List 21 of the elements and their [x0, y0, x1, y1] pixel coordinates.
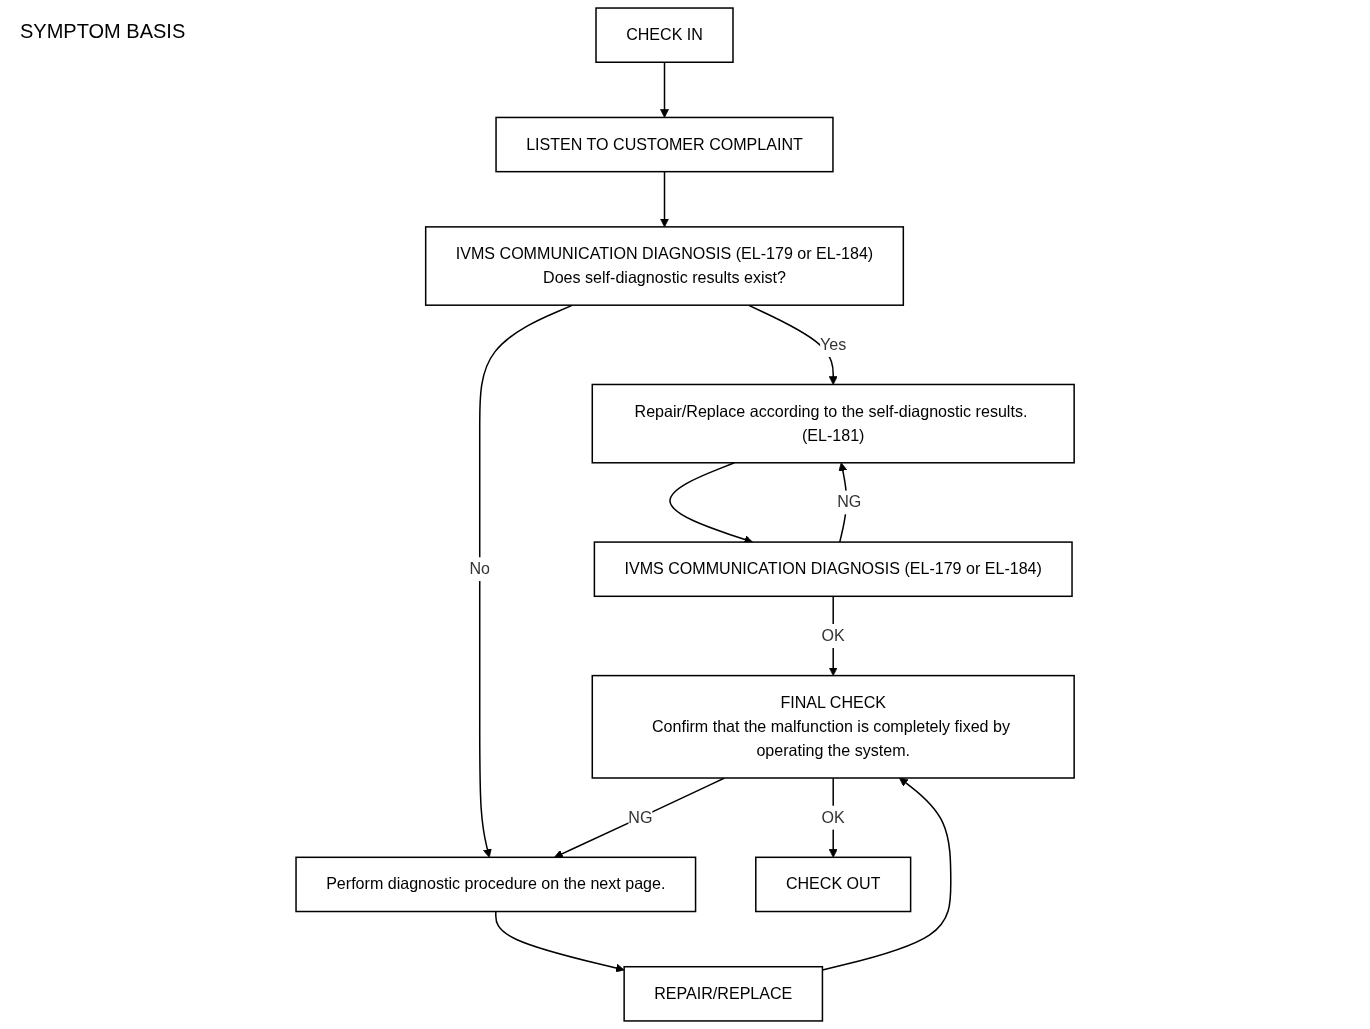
arrow — [660, 61, 669, 118]
node-box: CHECK IN — [595, 7, 734, 63]
note-text: SYMPTOM BASIS — [20, 20, 186, 43]
edge-label: OK — [821, 626, 845, 644]
edge-label: No — [469, 560, 490, 578]
node-box: REPAIR/REPLACE — [623, 966, 824, 1022]
arrow — [660, 170, 669, 228]
edge-label: NG — [628, 808, 653, 826]
node-box: CHECK OUT — [754, 856, 912, 913]
node-box: Repair/Replace according to the self-diagnostic results. (EL-181) — [591, 383, 1075, 464]
node-box: IVMS COMMUNICATION DIAGNOSIS (EL-179 or EL-184) Does self-diagnostic results exist? — [424, 226, 904, 306]
node-box: LISTEN TO CUSTOMER COMPLAINT — [495, 116, 834, 173]
arrow — [494, 910, 625, 973]
arrow — [747, 304, 838, 385]
node-box: IVMS COMMUNICATION DIAGNOSIS (EL-179 or EL-184) — [593, 541, 1073, 598]
edge-label: OK — [821, 808, 845, 826]
edge-label: NG — [837, 493, 862, 511]
node-box: Perform diagnostic procedure on the next page. — [295, 856, 697, 913]
edge-label: Yes — [820, 335, 847, 353]
node-box: FINAL CHECK Confirm that the malfunction is completely fixed by operating the system. — [591, 674, 1075, 779]
arrow — [669, 462, 753, 544]
